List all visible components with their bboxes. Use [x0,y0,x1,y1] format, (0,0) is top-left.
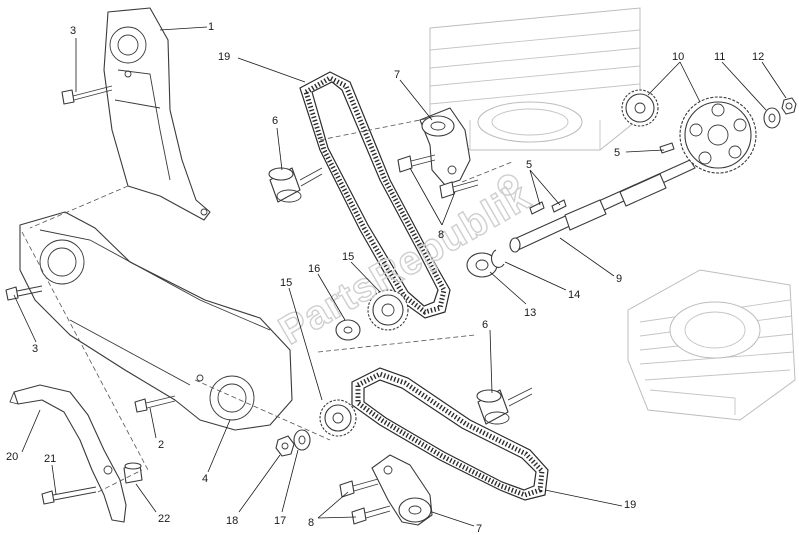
gear-washer [763,107,781,129]
callout-5-right: 5 [614,147,620,159]
lower-belt-cover [19,211,293,431]
callout-15-lower: 15 [280,277,292,289]
pulley-upper [367,289,409,331]
callout-19-upper: 19 [218,51,230,63]
callout-16: 16 [308,263,320,275]
callout-20: 20 [6,451,18,463]
lower-timing-belt [351,367,549,501]
callout-7-upper: 7 [394,69,400,81]
camshaft-gear-large [679,96,757,174]
callout-22: 22 [158,513,170,525]
bolt-lower-b [351,505,391,525]
callout-12: 12 [752,51,764,63]
screw-lower [5,285,43,301]
camshaft-gear-small [621,89,659,127]
cylinder-head-background [627,269,796,421]
key-b [551,199,567,213]
pulley-lower [319,399,357,437]
cylinder-background [429,7,641,151]
key-c [659,142,675,154]
pulley-washer [335,319,361,341]
screw-upper [61,85,113,105]
circlip [491,249,505,268]
callout-6-upper: 6 [272,115,278,127]
callout-10: 10 [672,51,684,63]
callout-4: 4 [202,473,208,485]
callout-3-upper: 3 [70,25,76,37]
callout-17: 17 [274,515,286,527]
callout-13: 13 [524,307,536,319]
callout-3-lower: 3 [32,343,38,355]
callout-8-lower: 8 [308,517,314,529]
screw-cover [134,395,176,413]
gear-nut [781,97,797,115]
crank-nut [275,435,295,457]
callout-6-lower: 6 [482,319,488,331]
leader-lines [13,26,787,527]
callout-21: 21 [44,453,56,465]
callout-2: 2 [158,439,164,451]
callout-7-lower: 7 [476,523,482,535]
callout-14: 14 [568,289,580,301]
key-a [529,201,545,215]
tensioner-upper [419,107,471,186]
upper-timing-belt [299,71,451,319]
spacer-bracket [123,462,143,484]
callout-1: 1 [208,21,214,33]
callout-9: 9 [616,273,622,285]
bolt-lower-a [339,478,379,498]
bracket [9,384,127,523]
callout-8-upper: 8 [438,229,444,241]
upper-belt-cover [103,7,211,221]
callout-11: 11 [714,51,725,63]
camshaft [509,159,696,253]
bolt-upper-b [439,179,479,199]
crank-washer [293,429,311,451]
callout-18: 18 [226,515,238,527]
tensioner-lower [371,454,433,526]
callout-19-lower: 19 [624,499,636,511]
bolt-upper-a [397,154,436,173]
callout-5-left: 5 [526,159,532,171]
callout-labels: 1 2 3 3 4 5 5 6 6 7 7 8 8 9 10 11 12 13 … [6,21,764,535]
screw-bracket [41,486,97,505]
callout-15-upper: 15 [342,251,354,263]
spacer-lower [476,387,533,425]
reference-lines [21,117,513,493]
spacer-upper [268,167,323,203]
